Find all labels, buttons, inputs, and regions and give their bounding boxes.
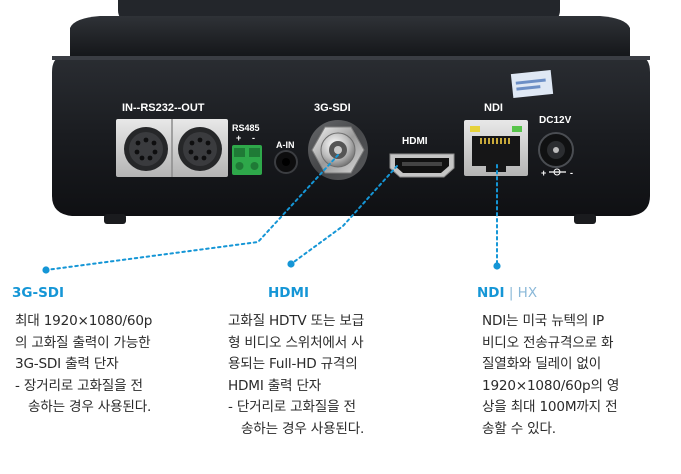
ndi-desc-line: NDI는 미국 뉴텍의 IP — [482, 313, 605, 329]
hdmi-desc-line: 형 비디오 스위처에서 사 — [228, 334, 364, 351]
dc-minus-label: - — [570, 168, 573, 178]
dc-label: DC12V — [539, 115, 572, 126]
ndi-callout-title: NDI | HX — [477, 285, 537, 301]
ndi-desc-line: 1920×1080/60p의 영 — [482, 377, 620, 394]
ndi-label: NDI — [484, 102, 503, 114]
serial-sticker — [510, 69, 554, 99]
sdi-desc-line: 의 고화질 출력이 가능한 — [15, 334, 151, 351]
foot — [104, 214, 126, 224]
ndi-title-sub: | HX — [504, 285, 538, 301]
dc-plus-label: + — [541, 168, 546, 178]
ndi-leader-dot — [493, 262, 501, 270]
sdi-desc-line: 3G-SDI 출력 단자 — [15, 356, 119, 372]
hdmi-desc-line: HDMI 출력 단자 — [228, 377, 322, 394]
hdmi-port — [389, 153, 455, 178]
sdi-leader-dot — [42, 266, 50, 274]
ndi-title-main: NDI — [477, 285, 505, 301]
ndi-desc-line: 질열화와 딜레이 없이 — [482, 356, 601, 372]
sdi-bnc-connector — [308, 120, 368, 180]
sdi-desc-line: 송하는 경우 사용된다. — [28, 399, 152, 415]
hdmi-desc-line: - 단거리로 고화질을 전 — [228, 399, 356, 415]
rs485-minus-label: - — [252, 133, 255, 143]
sdi-callout-title: 3G-SDI — [12, 285, 65, 301]
rs232-ports — [116, 119, 228, 177]
hdmi-desc-line: 송하는 경우 사용된다. — [241, 420, 365, 437]
sdi-label: 3G-SDI — [314, 102, 351, 114]
camera-head — [70, 0, 630, 56]
dc-power-jack — [538, 132, 574, 176]
ndi-callout-description: NDI는 미국 뉴텍의 IP 비디오 전송규격으로 화 질열화와 딜레이 없이 … — [482, 311, 619, 440]
rs485-label: RS485 — [232, 123, 260, 133]
sdi-leader-line — [45, 154, 339, 271]
leader-lines — [45, 154, 498, 271]
ndi-desc-line: 비디오 전송규격으로 화 — [482, 334, 614, 351]
ain-label: A-IN — [276, 140, 295, 150]
hdmi-leader-dot — [287, 260, 295, 268]
ndi-desc-line: 상을 최대 100M까지 전 — [482, 399, 618, 415]
rs485-terminal — [232, 145, 262, 175]
hdmi-desc-line: 용되는 Full-HD 규격의 — [228, 356, 358, 372]
hdmi-callout-description: 고화질 HDTV 또는 보급 형 비디오 스위처에서 사 용되는 Full-HD… — [228, 311, 364, 440]
ain-jack — [274, 150, 298, 174]
sdi-desc-line: 최대 1920×1080/60p — [15, 313, 153, 329]
hdmi-leader-line — [290, 165, 398, 265]
rs232-label: IN--RS232--OUT — [122, 102, 205, 114]
hdmi-label: HDMI — [402, 136, 428, 147]
hdmi-desc-line: 고화질 HDTV 또는 보급 — [228, 313, 364, 329]
sdi-desc-line: - 장거리로 고화질을 전 — [15, 377, 143, 394]
ndi-desc-line: 송할 수 있다. — [482, 420, 556, 437]
sdi-callout-description: 최대 1920×1080/60p 의 고화질 출력이 가능한 3G-SDI 출력… — [15, 311, 152, 419]
leader-dots — [42, 260, 501, 274]
foot — [574, 214, 596, 224]
hdmi-callout-title: HDMI — [268, 285, 309, 301]
rs485-plus-label: + — [236, 133, 241, 143]
ndi-rj45-port — [464, 120, 528, 176]
